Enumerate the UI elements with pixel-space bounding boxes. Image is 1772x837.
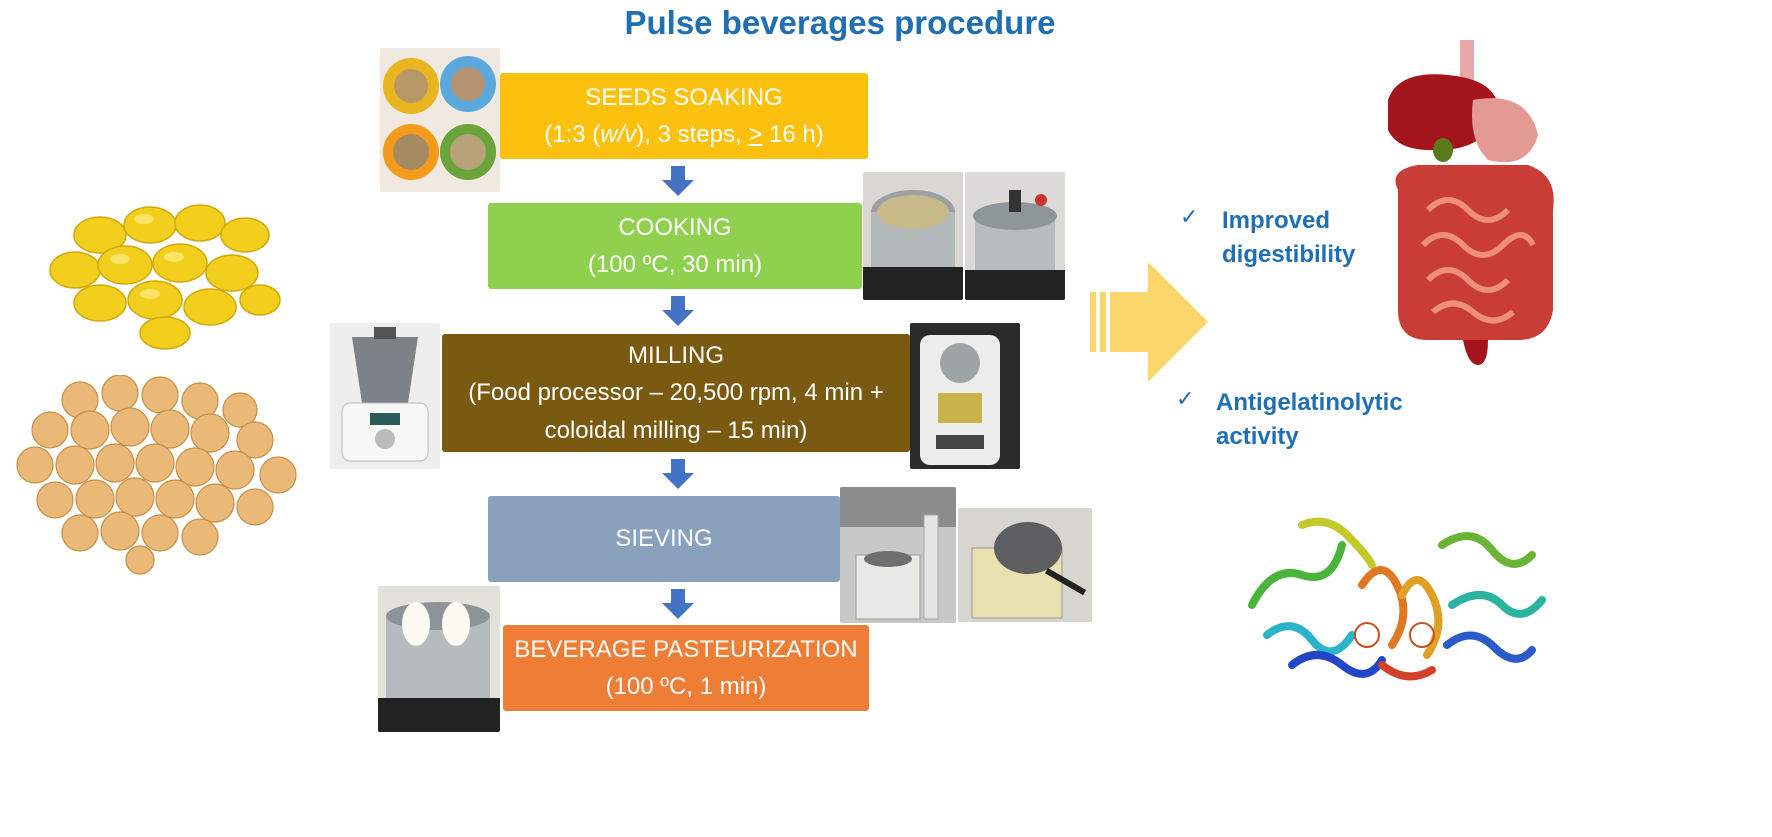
step-cooking: COOKING (100 ºC, 30 min) xyxy=(488,203,862,289)
digestive-system-image xyxy=(1388,40,1554,365)
step-detail: (100 ºC, 1 min) xyxy=(605,673,767,700)
sieving-strainer-photo xyxy=(958,508,1092,622)
down-arrow-icon xyxy=(662,166,694,196)
step-detail: (Food processor – 20,500 rpm, 4 min + xyxy=(468,379,884,407)
benefit-line-2: activity xyxy=(1216,422,1299,450)
step-label: COOKING xyxy=(618,213,732,241)
cooking-pot-closed-photo xyxy=(965,172,1065,300)
step-label: SEEDS SOAKING xyxy=(585,83,783,111)
food-processor-photo xyxy=(330,323,440,469)
step-label: SIEVING xyxy=(615,525,713,553)
benefit-line-1: Antigelatinolytic xyxy=(1216,389,1403,416)
big-right-arrow-icon xyxy=(1090,262,1208,382)
step-seeds-soaking: SEEDS SOAKING (1:3 (w/v), 3 steps, > 16 … xyxy=(500,73,868,159)
colloid-mill-photo xyxy=(910,323,1020,469)
step-detail: (1:3 (w/v), 3 steps, > 16 h) xyxy=(544,121,824,148)
check-icon: ✓ xyxy=(1180,204,1199,229)
down-arrow-icon xyxy=(662,589,694,619)
pasteurization-pot-photo xyxy=(378,586,500,732)
step-beverage-pasteurization: BEVERAGE PASTEURIZATION (100 ºC, 1 min) xyxy=(503,625,869,711)
step-milling: MILLING (Food processor – 20,500 rpm, 4 … xyxy=(442,334,910,452)
step-label: BEVERAGE PASTEURIZATION xyxy=(514,635,858,663)
step-sieving: SIEVING xyxy=(488,496,840,582)
benefit-antigelatinolytic-activity: Antigelatinolytic activity xyxy=(1216,386,1403,453)
chickpea-image xyxy=(16,375,297,575)
step-detail: (100 ºC, 30 min) xyxy=(587,251,763,278)
benefit-line-1: Improved xyxy=(1222,207,1331,234)
down-arrow-icon xyxy=(662,296,694,326)
check-icon: ✓ xyxy=(1176,386,1195,411)
benefit-improved-digestibility: Improved digestibility xyxy=(1222,204,1355,271)
benefit-line-2: digestibility xyxy=(1222,240,1356,268)
down-arrow-icon xyxy=(662,459,694,489)
diagram-title: Pulse beverages procedure xyxy=(624,4,1056,41)
cooking-pot-open-photo xyxy=(863,172,963,300)
lupin-seeds-image xyxy=(49,204,281,350)
protein-structure-image xyxy=(1248,517,1546,681)
step-label: MILLING xyxy=(627,342,725,370)
step-detail-2: coloidal milling – 15 min) xyxy=(544,416,808,444)
soaking-bowls-photo xyxy=(380,48,500,192)
sieving-beaker-photo xyxy=(840,487,956,623)
